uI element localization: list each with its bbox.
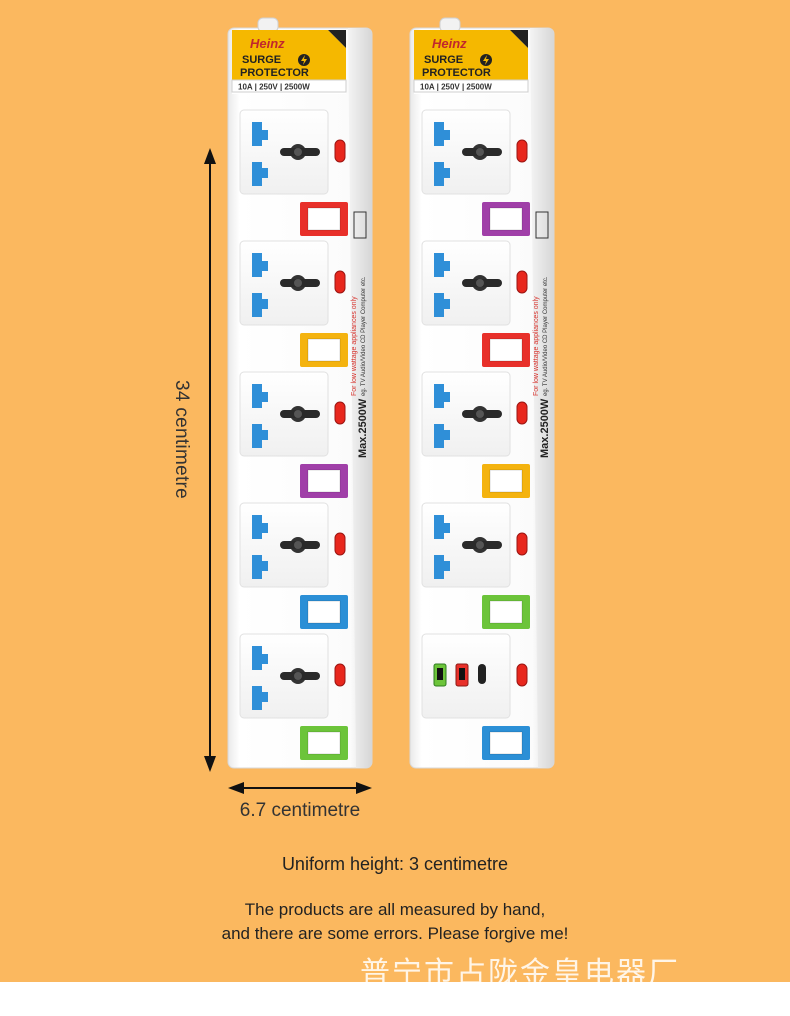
spec-bar: 10A | 250V | 2500W [420,83,492,92]
certification-marks [353,211,367,239]
socket-slot-bottom [434,293,450,317]
height-dimension-arrow [204,148,216,772]
width-label: 6.7 centimetre [239,800,361,821]
socket-slot-top [252,122,268,146]
outlet-module [421,371,530,498]
outlet-module [239,240,348,367]
indicator-light [516,532,528,556]
outlet-module [421,109,530,236]
side-print: Max.2500W For low wattage appliances only… [533,211,551,458]
side-max-wattage: Max.2500W [357,398,369,458]
socket-slot-top [434,515,450,539]
badge-text-protector: PROTECTOR [422,67,491,79]
side-max-wattage: Max.2500W [539,398,551,458]
indicator-light [334,139,346,163]
socket-slot-top [434,122,450,146]
badge-yellow-panel [414,30,528,80]
outlet-module [421,240,530,367]
side-note-1: For low wattage appliances only [351,296,358,396]
side-note-1: For low wattage appliances only [533,296,540,396]
socket-slot-bottom [252,162,268,186]
socket-slot-bottom [252,424,268,448]
indicator-light [516,270,528,294]
indicator-light [516,139,528,163]
socket-slot-bottom [434,162,450,186]
cable-entry [257,17,279,33]
outlet-module [239,502,348,629]
bottom-white-band [0,982,790,1016]
brand-logo: Heinz [250,36,285,51]
spec-bar: 10A | 250V | 2500W [238,83,310,92]
brand-logo: Heinz [432,36,467,51]
socket-slot-bottom [434,555,450,579]
side-print: Max.2500W For low wattage appliances only… [351,211,369,458]
socket-slot-bottom [252,293,268,317]
socket-slot-top [252,253,268,277]
side-note-2: eg. TV Audio/Video CD Player Computer et… [361,276,367,396]
socket-slot-bottom [252,555,268,579]
outlet-module [239,109,348,236]
usb-c-port [478,664,486,684]
socket-slot-top [434,253,450,277]
socket-slot-top [434,384,450,408]
badge-text-surge: SURGE [424,54,463,66]
socket-slot-top [252,515,268,539]
badge-yellow-panel [232,30,346,80]
indicator-light [516,663,528,687]
cable-entry [439,17,461,33]
width-dimension-arrow [228,782,372,794]
indicator-light [516,401,528,425]
badge-text-surge: SURGE [242,54,281,66]
socket-slot-top [252,384,268,408]
disclaimer-line-2: and there are some errors. Please forgiv… [221,924,569,943]
outlet-module [239,633,348,760]
indicator-light [334,401,346,425]
socket-slot-top [252,646,268,670]
badge-text-protector: PROTECTOR [240,67,309,79]
socket-slot-bottom [434,424,450,448]
outlet-module [421,502,530,629]
certification-marks [535,211,549,239]
socket-slot-bottom [252,686,268,710]
uniform-height-label: Uniform height: 3 centimetre [281,854,509,874]
factory-watermark: 普宁市占陇金皇电器厂 [360,956,680,982]
usb-module [421,633,530,760]
indicator-light [334,532,346,556]
disclaimer-line-1: The products are all measured by hand, [244,900,546,919]
outlet-module [239,371,348,498]
height-label: 34 centimetre [171,380,192,500]
indicator-light [334,270,346,294]
indicator-light [334,663,346,687]
side-note-2: eg. TV Audio/Video CD Player Computer et… [543,276,549,396]
